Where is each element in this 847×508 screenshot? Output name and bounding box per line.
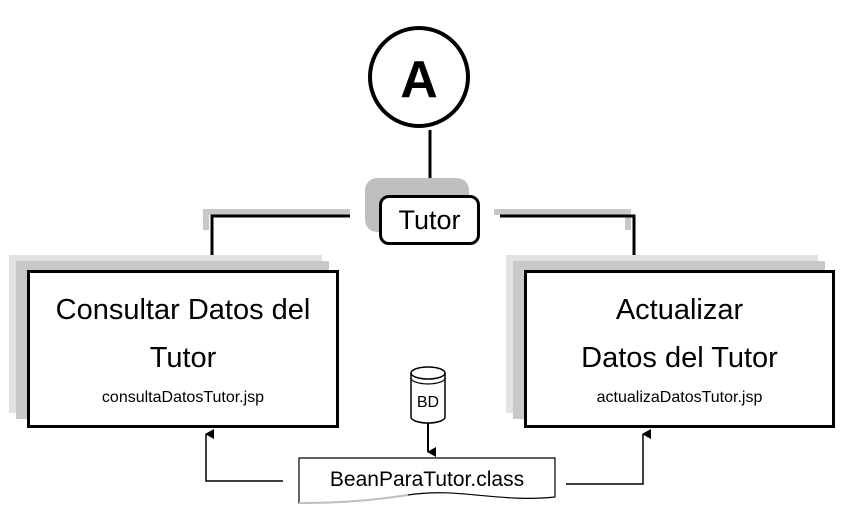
bean-document-icon — [298, 457, 556, 504]
bean-to-actualizar-arrow — [566, 429, 651, 485]
bean-to-consultar-arrow — [205, 429, 283, 482]
tutor-to-consultar-arrow — [210, 214, 350, 271]
left-branch-shadow — [203, 209, 350, 230]
actualizar-file-name: actualizaDatosTutor.jsp — [596, 389, 763, 406]
tutor-to-actualizar-arrow — [500, 214, 642, 271]
consultar-file-name: consultaDatosTutor.jsp — [101, 389, 265, 406]
database-icon — [410, 366, 446, 424]
actualizar-title-line1: Actualizar — [615, 294, 744, 326]
database-label: BD — [416, 394, 440, 411]
right-branch-shadow — [494, 209, 631, 230]
connector-a-label: A — [400, 51, 438, 109]
consultar-page-box: Consultar Datos del Tutor consultaDatosT… — [27, 270, 339, 428]
connector-a: A — [368, 26, 470, 128]
actualizar-page-box: Actualizar Datos del Tutor actualizaDato… — [524, 270, 835, 428]
consultar-title-line1: Consultar Datos del — [55, 294, 311, 326]
consultar-title-line2: Tutor — [149, 342, 217, 374]
tutor-node: Tutor — [379, 195, 480, 245]
actualizar-title-line2: Datos del Tutor — [581, 342, 778, 374]
tutor-node-label: Tutor — [398, 204, 461, 235]
bean-label: BeanParaTutor.class — [329, 468, 525, 491]
